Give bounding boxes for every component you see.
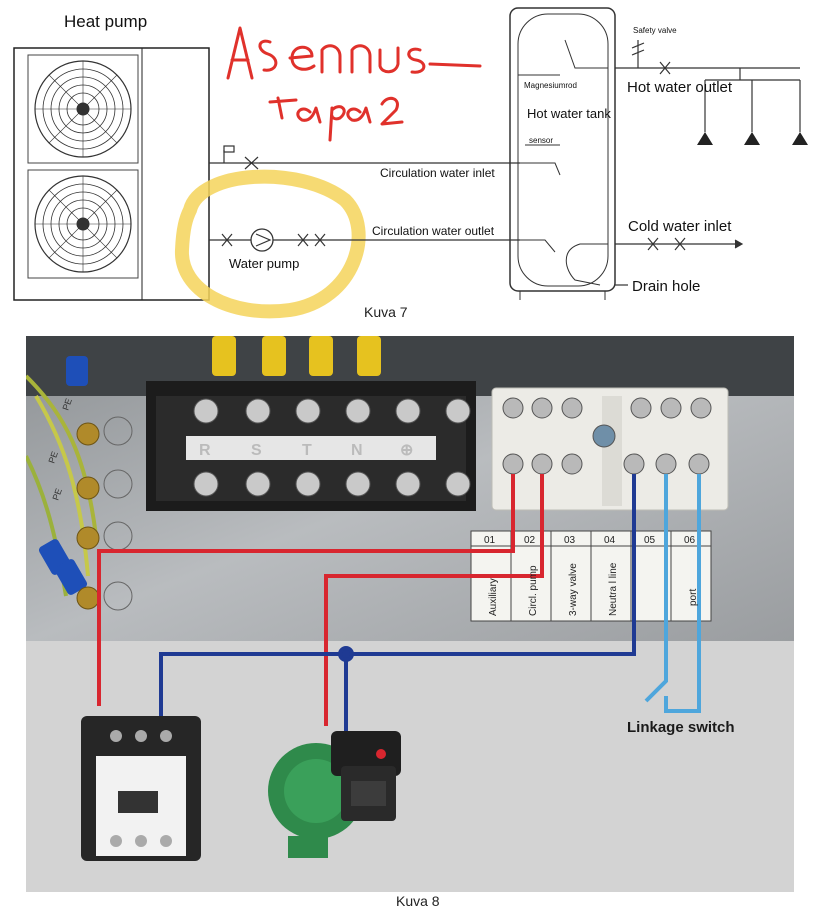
handwritten-note <box>226 26 482 142</box>
pe-label: PE <box>50 487 64 502</box>
fan-icon <box>34 60 132 158</box>
figure-7-schematic: Heat pump Safety valve Hot water outlet … <box>0 0 828 330</box>
table-name: 3-way valve <box>568 563 579 616</box>
pe-label: PE <box>46 450 60 465</box>
crimp-terminals <box>38 356 88 595</box>
terminal-letter: ⊕ <box>400 442 413 459</box>
shower-head-icon <box>697 132 808 145</box>
table-name: Neutra l line <box>608 562 619 616</box>
table-number: 01 <box>484 535 496 546</box>
circulation-outlet-label: Circulation water outlet <box>372 224 495 238</box>
table-name: Auxiliary <box>488 578 499 616</box>
cold-water-inlet-label: Cold water inlet <box>628 218 732 235</box>
cold-water-piping <box>615 237 744 286</box>
terminal-letter: R <box>199 442 211 459</box>
contactor-device <box>81 716 201 861</box>
table-name: Circl. pump <box>528 565 539 616</box>
heat-pump-label: Heat pump <box>64 12 148 31</box>
blue-wires <box>159 474 636 731</box>
water-pump-label: Water pump <box>229 256 300 271</box>
terminal-letter: N <box>351 442 363 459</box>
yellow-sleeves <box>212 336 381 376</box>
terminal-letter: T <box>302 442 312 459</box>
fan-icon <box>34 175 132 273</box>
terminal-letter: S <box>251 442 262 459</box>
drain-hole-label: Drain hole <box>632 278 701 295</box>
ground-screws <box>76 422 100 610</box>
table-number: 03 <box>564 535 576 546</box>
table-number: 05 <box>644 535 656 546</box>
terminal-screws-bottom <box>193 471 471 497</box>
hot-water-tank-label: Hot water tank <box>527 106 611 121</box>
hot-water-outlet-label: Hot water outlet <box>627 79 733 96</box>
schematic-drawing <box>13 7 808 319</box>
terminal-screws-top <box>193 398 471 424</box>
heat-pump-unit <box>13 47 210 301</box>
safety-valve-label: Safety valve <box>633 26 677 35</box>
hot-water-tank <box>509 7 616 300</box>
table-number: 04 <box>604 535 616 546</box>
signal-terminal-block <box>491 387 729 511</box>
figure-8-caption: Kuva 8 <box>396 893 440 909</box>
red-wires <box>97 474 544 726</box>
table-name: port <box>688 589 699 606</box>
highlight-circle <box>175 169 366 319</box>
signal-screws <box>502 397 712 475</box>
wiring-photo: R S T N ⊕ PE PE PE 01 02 03 04 05 06 Aux… <box>26 336 794 892</box>
figure-7-caption: Kuva 7 <box>364 304 408 320</box>
pe-label: PE <box>60 397 74 412</box>
linkage-switch-label: Linkage switch <box>627 719 735 736</box>
cyan-wires <box>644 474 701 713</box>
ground-symbols <box>103 416 133 611</box>
hot-water-piping <box>615 40 801 132</box>
table-number: 02 <box>524 535 536 546</box>
circulation-inlet-label: Circulation water inlet <box>380 166 495 180</box>
magnesium-rod-label: Magnesiumrod <box>524 81 577 90</box>
table-number: 06 <box>684 535 696 546</box>
sensor-label: sensor <box>529 136 554 145</box>
circulation-pump-device <box>268 731 401 858</box>
figure-8-wiring-photo: R S T N ⊕ PE PE PE 01 02 03 04 05 06 Aux… <box>26 336 794 892</box>
water-pump-icon <box>250 228 274 252</box>
